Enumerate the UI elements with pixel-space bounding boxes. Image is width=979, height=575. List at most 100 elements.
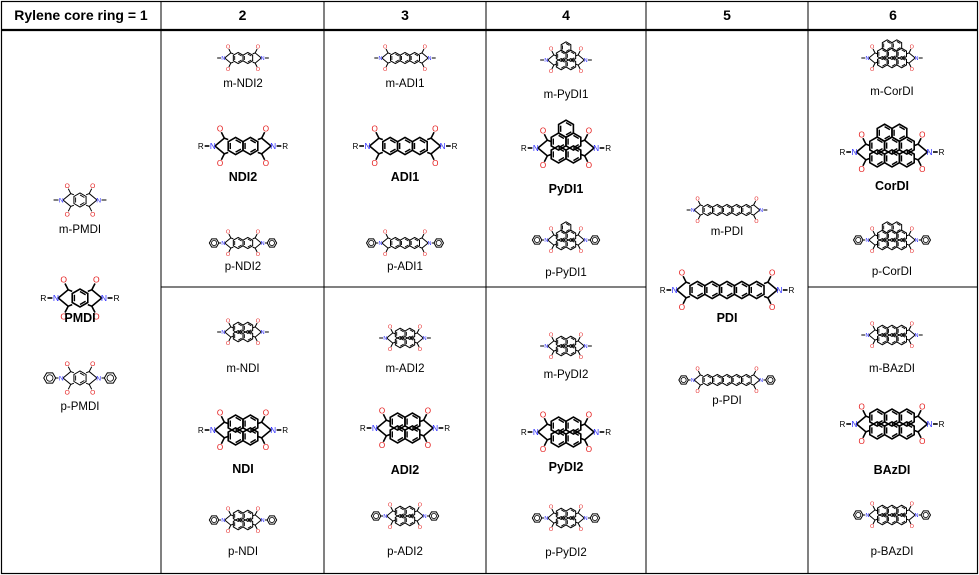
oxygen-atom: O — [60, 275, 67, 285]
phenyl-ring — [765, 375, 776, 385]
double-bond — [891, 410, 898, 416]
ring-bond — [242, 51, 254, 65]
oxygen-atom: O — [870, 321, 874, 327]
double-bond — [891, 506, 896, 510]
double-bond — [397, 436, 404, 442]
double-bond — [414, 59, 419, 63]
oxygen-atom: O — [579, 527, 583, 533]
oxygen-atom: O — [579, 504, 583, 510]
carbonyl-bond — [220, 131, 226, 139]
double-bond — [756, 292, 763, 297]
double-bond — [237, 519, 242, 523]
double-bond — [250, 416, 257, 422]
molecule-label: p-PDI — [712, 395, 742, 407]
carbonyl-bond — [917, 409, 922, 417]
phenyl-aromatic — [430, 512, 437, 520]
double-bond — [558, 431, 565, 436]
carbonyl-bond — [228, 322, 232, 328]
oxygen-atom: O — [423, 229, 427, 235]
double-bond — [570, 59, 575, 63]
double-bond — [736, 375, 741, 379]
oxygen-atom: O — [60, 311, 67, 321]
ring-bond — [896, 238, 907, 251]
carbonyl-bond — [421, 48, 425, 54]
double-bond — [899, 125, 906, 131]
nitrogen-atom: N — [544, 516, 548, 522]
oxygen-atom: O — [549, 226, 553, 232]
double-bond — [237, 337, 242, 341]
ring-bond — [73, 370, 87, 386]
double-bond — [726, 381, 731, 385]
imide-ring — [419, 237, 429, 249]
oxygen-atom: O — [549, 355, 553, 361]
phenyl-ring — [433, 238, 445, 248]
carbonyl-bond — [228, 336, 232, 342]
double-bond — [560, 337, 565, 341]
double-bond — [247, 331, 252, 335]
imide-ring — [223, 52, 234, 64]
carbonyl-bond — [908, 519, 912, 525]
carbonyl-bond — [421, 233, 425, 239]
double-bond — [250, 148, 257, 153]
double-bond — [399, 329, 404, 333]
double-bond — [882, 49, 887, 53]
nitrogen-atom: N — [533, 144, 539, 153]
carbonyl-bond — [543, 155, 549, 163]
ring-bond — [565, 428, 582, 448]
oxygen-atom: O — [910, 321, 914, 327]
carbonyl-bond — [421, 62, 425, 68]
double-bond — [896, 41, 901, 44]
double-bond — [906, 432, 913, 438]
molecule-label: PyDI2 — [548, 460, 584, 474]
oxygen-atom: O — [90, 390, 95, 397]
ring-bond — [740, 373, 752, 387]
nitrogen-atom: N — [59, 375, 64, 382]
oxygen-atom: O — [418, 324, 422, 330]
double-bond — [560, 239, 565, 243]
ring-bond — [896, 333, 907, 346]
ring-bond — [740, 203, 752, 217]
imide-ring — [385, 510, 396, 522]
double-bond — [570, 245, 575, 249]
imide-ring — [252, 326, 263, 338]
carbonyl-bond — [543, 417, 549, 425]
double-bond — [558, 134, 565, 140]
double-bond — [570, 239, 575, 243]
phenyl-ring — [531, 513, 543, 523]
carbonyl-bond — [872, 519, 876, 525]
double-bond — [409, 507, 414, 511]
molecule-label: p-PMDI — [60, 401, 100, 413]
nitrogen-atom: N — [221, 241, 225, 247]
carbonyl-bond — [767, 297, 772, 305]
nitrogen-atom: N — [759, 208, 763, 214]
double-bond — [886, 223, 891, 226]
molecule-label: p-BAzDI — [870, 546, 914, 558]
carbonyl-bond — [583, 133, 589, 141]
oxygen-atom: O — [910, 44, 914, 50]
carbonyl-bond — [753, 214, 757, 220]
phenyl-aromatic — [922, 511, 929, 519]
double-bond — [395, 238, 400, 242]
imide-ring — [375, 419, 391, 437]
nitrogen-atom: N — [96, 375, 101, 382]
oxygen-atom: O — [379, 441, 385, 450]
nitrogen-atom: N — [423, 336, 427, 342]
r-group: R — [452, 142, 458, 151]
double-bond — [901, 514, 906, 518]
carbonyl-bond — [430, 131, 435, 139]
double-bond — [891, 340, 896, 344]
double-bond — [404, 244, 409, 248]
carbonyl-bond — [862, 409, 867, 417]
double-bond — [558, 156, 565, 162]
carbonyl-bond — [577, 64, 581, 70]
r-group: R — [521, 144, 527, 153]
oxygen-atom: O — [859, 130, 865, 139]
nitrogen-atom: N — [221, 518, 225, 524]
double-bond — [901, 506, 906, 510]
